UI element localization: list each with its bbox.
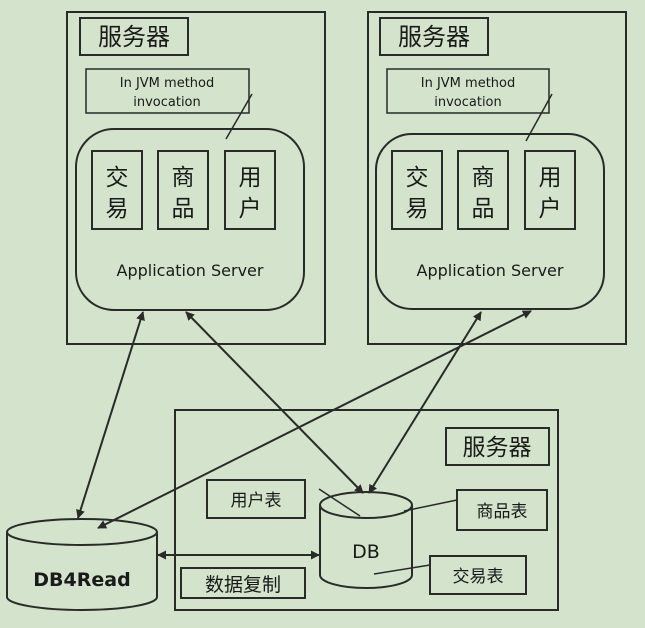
svg-text:交: 交 [406,165,429,191]
svg-text:户: 户 [239,196,262,222]
server-left-module-user [224,150,276,230]
server-right: 服务器 In JVM method invocation 交 易 商 品 用 户… [367,11,627,345]
server-right-module-user [524,150,576,230]
svg-text:交: 交 [106,165,129,191]
server-left-note-box [85,68,250,114]
server-left-app-label: Application Server [117,261,264,280]
server-right-note-line2: invocation [434,95,502,110]
server-right-note-box [386,68,550,114]
db-server-title: 服务器 [463,435,532,461]
table-users-label: 用户表 [231,491,282,511]
server-right-note-line1: In JVM method [421,76,516,91]
db-cylinder: DB [319,491,413,589]
server-left-note-line1: In JVM method [120,76,215,91]
server-left-module-trade [91,150,143,230]
svg-text:品: 品 [172,196,195,222]
table-trades-label: 交易表 [453,567,504,587]
db-label: DB [352,541,380,563]
read-db: DB4Read [6,518,158,611]
server-left-title: 服务器 [98,23,170,51]
svg-text:户: 户 [539,196,562,222]
server-right-app-label: Application Server [417,261,564,280]
server-right-title: 服务器 [398,23,470,51]
arrow-right-server-to-db [368,311,482,494]
svg-text:品: 品 [472,196,495,222]
server-left-title-box [79,17,189,56]
table-goods-label: 商品表 [477,502,528,522]
server-left-note-connector [225,93,253,140]
read-db-label: DB4Read [33,569,130,591]
replication-label: 数据复制 [205,574,281,596]
svg-text:商: 商 [472,165,495,191]
server-right-app-container [375,133,605,310]
svg-text:易: 易 [406,196,429,222]
server-left-note-line2: invocation [133,95,201,110]
server-right-title-box [379,17,489,56]
arrow-left-server-to-db [185,311,364,494]
server-left-app-container [75,128,305,311]
server-left-module-goods [157,150,209,230]
arrows [76,310,532,560]
server-right-module-trade [391,150,443,230]
server-right-module-goods [457,150,509,230]
arrow-left-server-to-read-db [76,311,145,519]
server-left: 服务器 In JVM method invocation 交 易 商 品 用 户… [66,11,326,345]
table-trades-connector [373,564,431,575]
svg-text:用: 用 [539,165,562,191]
svg-text:易: 易 [106,196,129,222]
svg-text:用: 用 [239,165,262,191]
replication-box [180,567,306,599]
table-trades-box [429,555,527,595]
svg-text:商: 商 [172,165,195,191]
